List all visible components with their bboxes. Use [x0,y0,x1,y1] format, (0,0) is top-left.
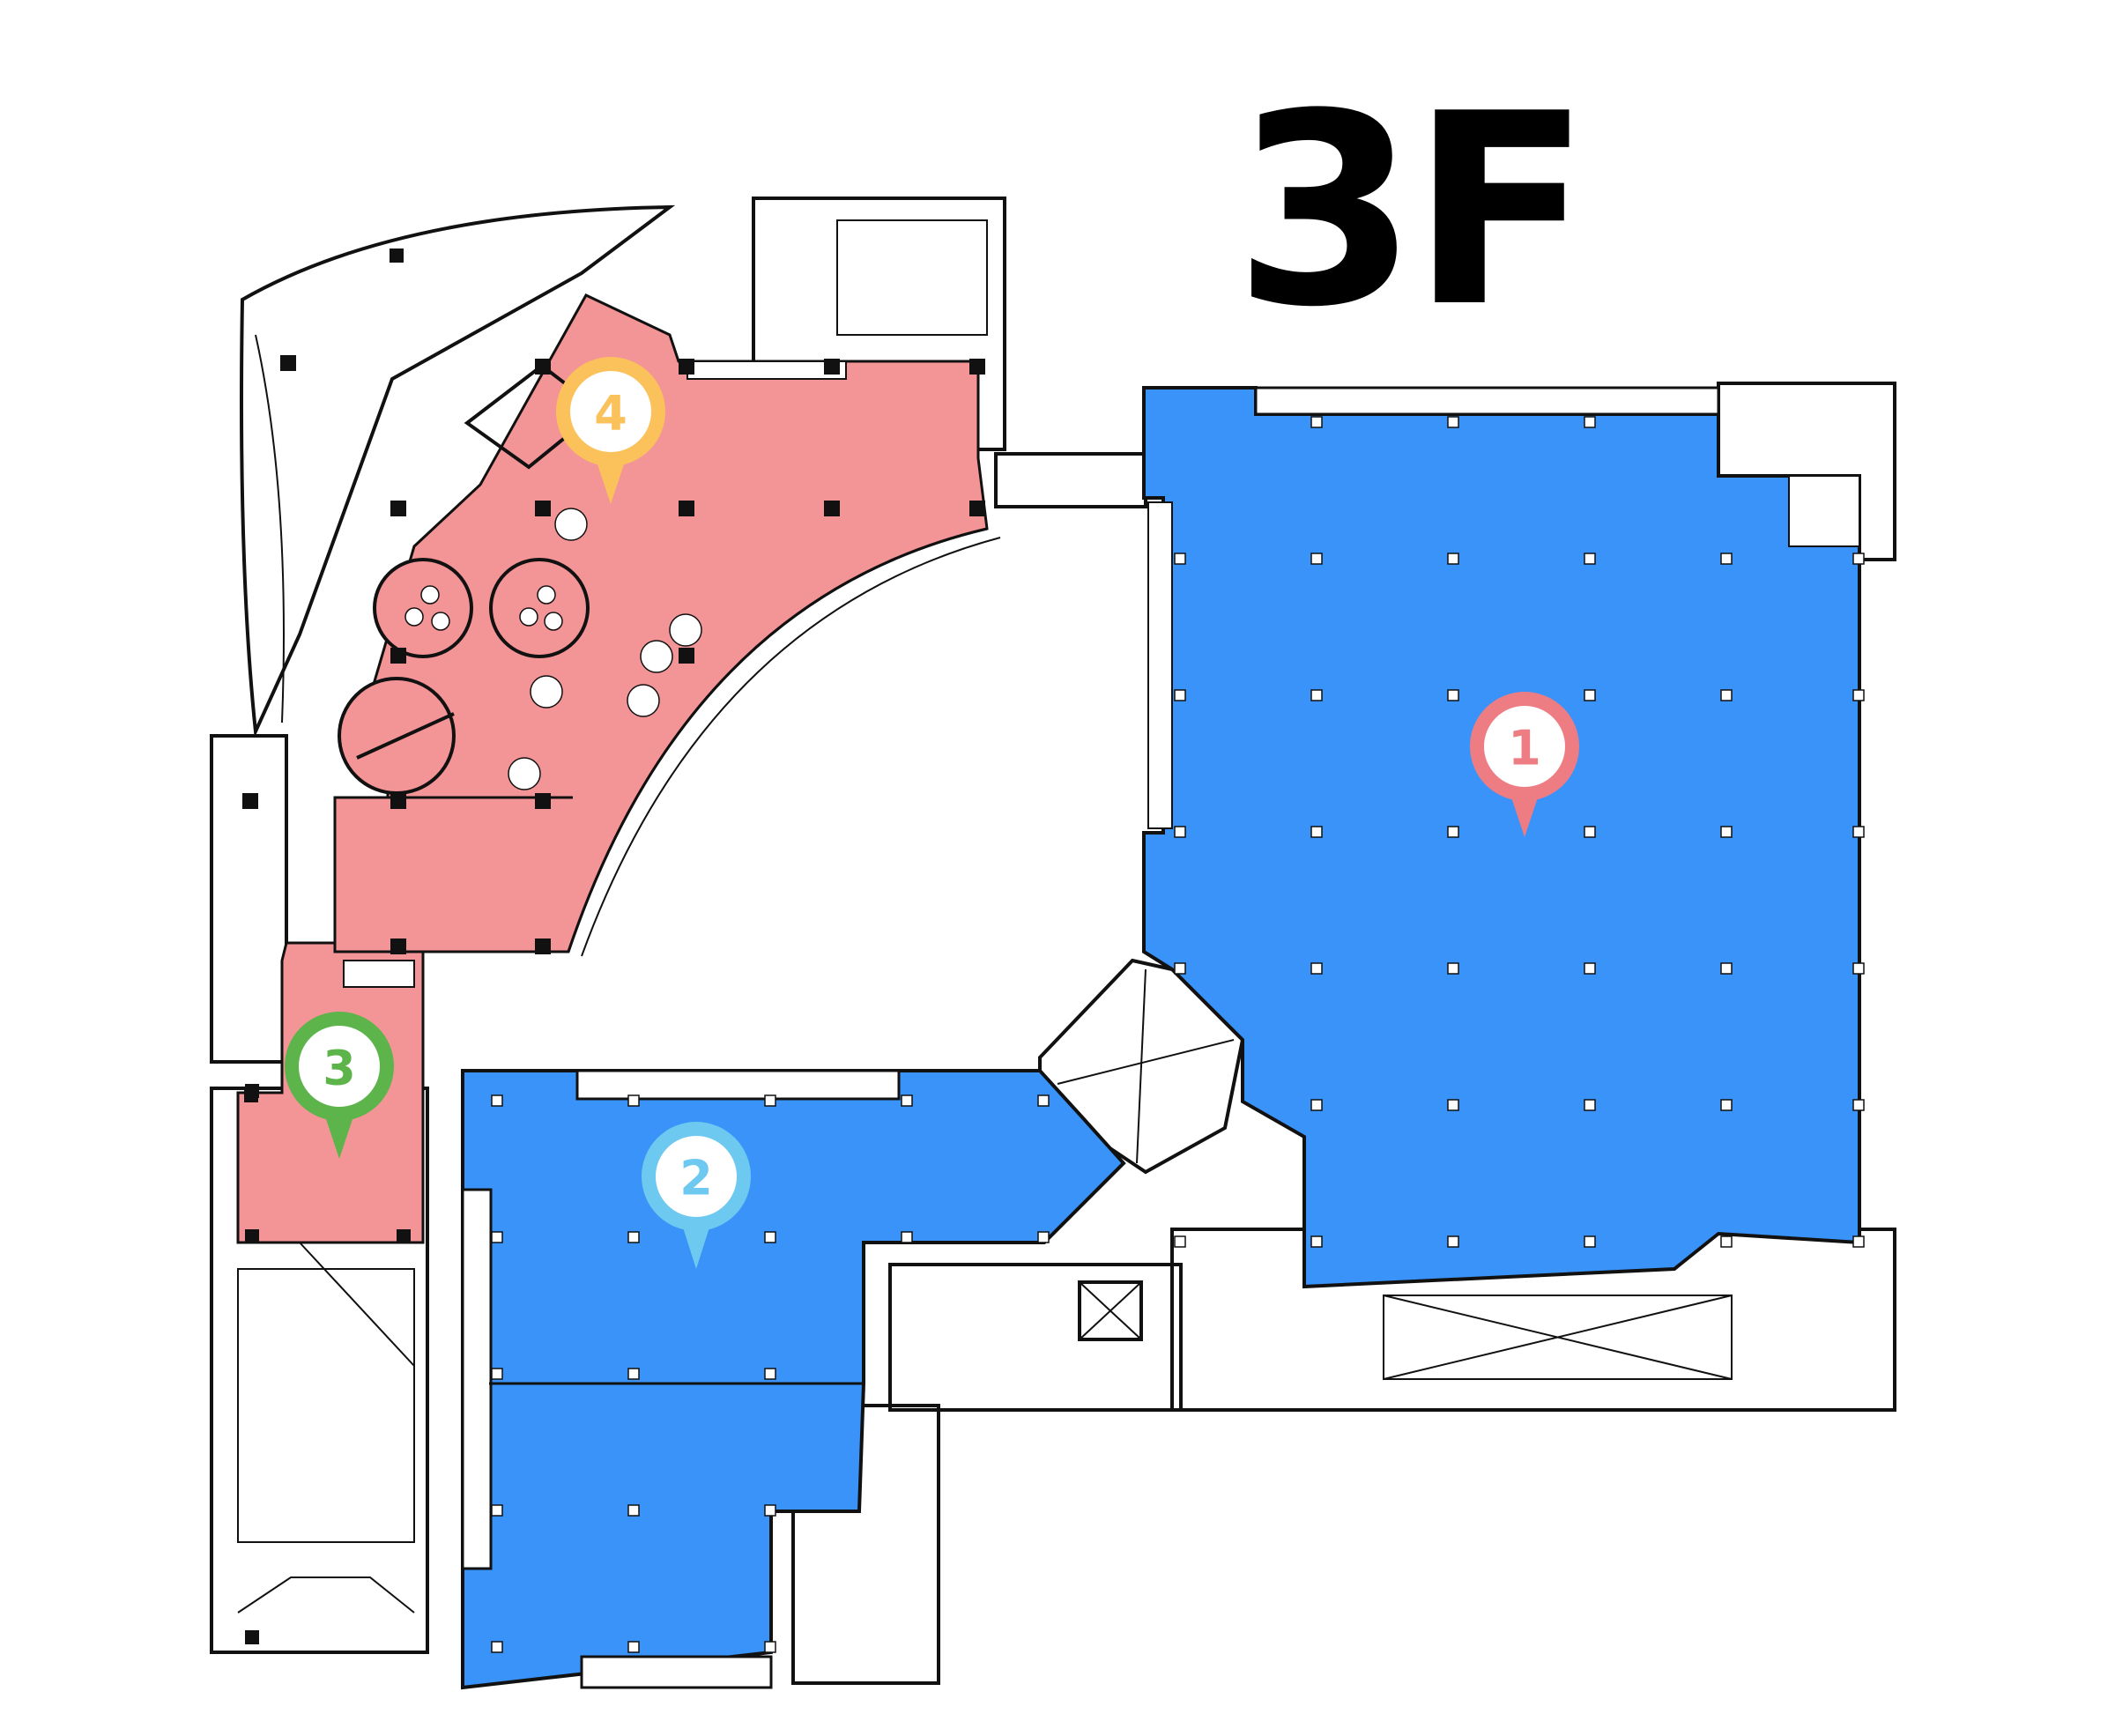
bridge-corridor [994,452,1147,508]
atrium-outline [240,204,676,738]
marker-3-pin[interactable]: 3 [285,1012,394,1159]
marker-4-pin[interactable]: 4 [556,357,665,504]
columns [242,249,985,1644]
marker-2-pin[interactable]: 2 [642,1122,751,1269]
bottom-service-block [791,1404,940,1685]
left-corridor-outline [210,734,288,1064]
hall-columns [491,416,1865,1653]
marker-1-pin[interactable]: 1 [1470,692,1579,837]
middle-service-block [888,1263,1183,1412]
floor-label: 3F [1234,57,1592,365]
marker-4-label: 4 [594,386,627,441]
marker-2-label: 2 [679,1151,713,1206]
marker-1-label: 1 [1508,721,1541,776]
marker-3-label: 3 [323,1041,356,1096]
hall-1-area [1142,386,1861,1289]
